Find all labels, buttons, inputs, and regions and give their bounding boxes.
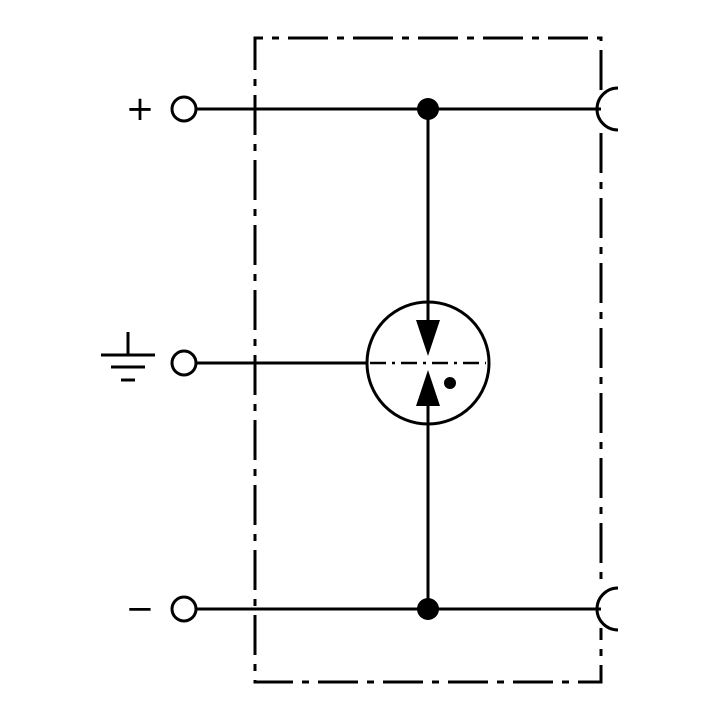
positive-sign: + [126, 89, 155, 129]
gas-discharge-tube-icon [365, 300, 491, 426]
device-housing [253, 36, 603, 684]
negative-output-socket [595, 586, 619, 632]
lower-electrode-arrow [416, 370, 440, 406]
upper-electrode-arrow [416, 320, 440, 356]
gas-fill-dot [444, 377, 456, 389]
negative-sign: − [126, 589, 155, 629]
positive-terminal [170, 95, 198, 123]
negative-terminal [170, 595, 198, 623]
positive-output-socket [595, 86, 619, 132]
ground-terminal [170, 349, 198, 377]
ground-icon [101, 332, 155, 382]
